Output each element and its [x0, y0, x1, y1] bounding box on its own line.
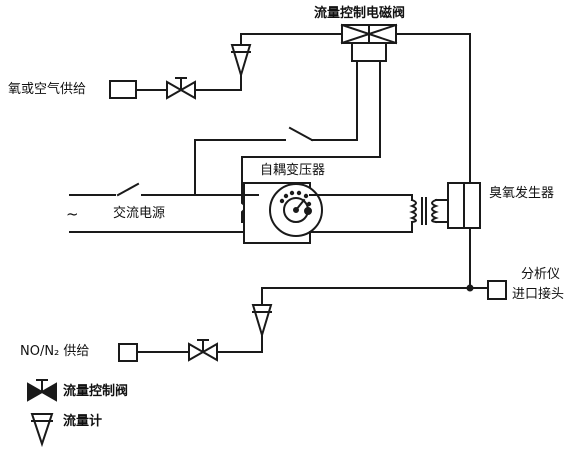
- legend-flowmeter-label: 流量计: [63, 414, 103, 429]
- ac-symbol: ~: [66, 205, 79, 223]
- analyzer-inlet-box: [487, 280, 507, 300]
- oxygen-pipe: [135, 33, 343, 91]
- autotransformer: [241, 182, 323, 244]
- ozone-generator: [447, 182, 481, 229]
- autotransformer-label: 自耦变压器: [260, 163, 326, 178]
- legend-flowmeter-icon: [30, 413, 54, 448]
- analyzer-label-line1: 分析仪: [521, 267, 561, 282]
- flowmeter-icon: [251, 304, 273, 339]
- solenoid-valve-label: 流量控制电磁阀: [314, 6, 406, 21]
- solenoid-valve: [340, 23, 398, 62]
- ac-power-label: 交流电源: [113, 206, 166, 221]
- valve-icon: [188, 339, 218, 362]
- transformer-output-wires: [309, 194, 413, 233]
- no-supply-label: NO/N₂ 供给: [20, 344, 90, 359]
- valve-icon: [166, 77, 196, 100]
- solenoid-wiring: [194, 60, 381, 196]
- oxygen-supply-label: 氧或空气供给: [8, 82, 87, 97]
- analyzer-pipe: [136, 227, 489, 353]
- oxygen-supply-box: [109, 80, 137, 99]
- ozone-generator-label: 臭氧发生器: [489, 186, 555, 201]
- legend-valve-label: 流量控制阀: [63, 384, 129, 399]
- transformer-coil-icon: [409, 197, 449, 225]
- analyzer-label-line2: 进口接头: [512, 287, 565, 302]
- ac-power-lines: [69, 182, 248, 234]
- legend-valve-icon: [27, 379, 57, 402]
- flowmeter-icon: [230, 44, 252, 79]
- no-supply-box: [118, 343, 138, 362]
